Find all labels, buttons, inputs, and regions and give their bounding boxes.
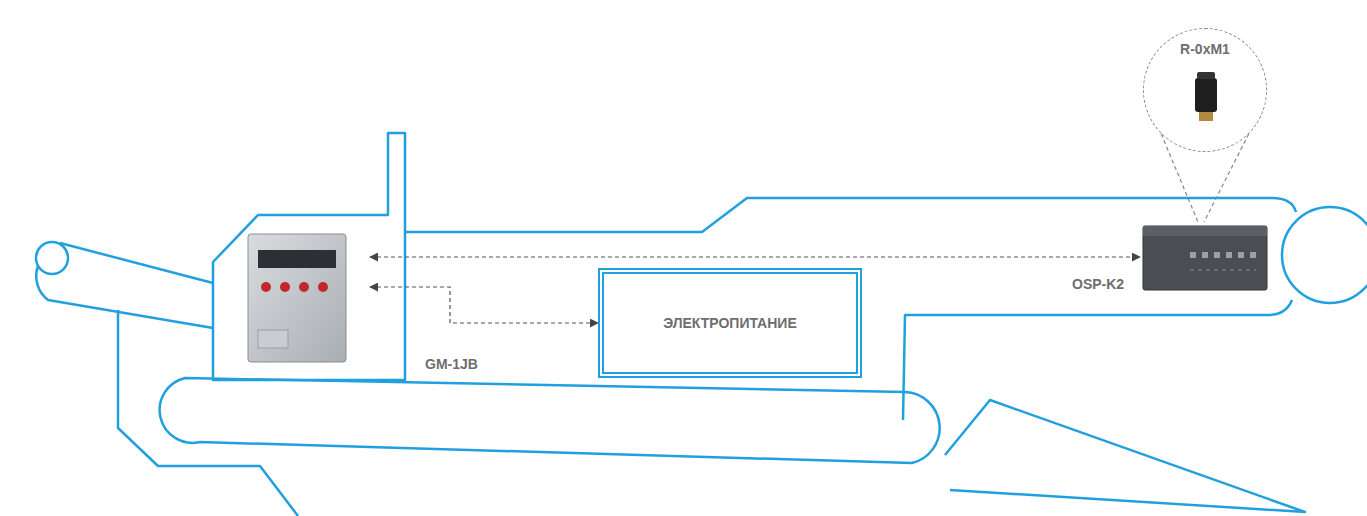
signal-connector <box>370 287 598 323</box>
sensor-body <box>1195 78 1217 112</box>
rear-drum <box>1282 207 1367 303</box>
sensor-cap <box>1197 72 1215 79</box>
callout-leader <box>1161 134 1249 222</box>
body-bottom <box>903 300 1292 420</box>
r-0xm1-sensor <box>1195 72 1217 121</box>
front-blade <box>945 400 1305 512</box>
support-leg <box>118 310 298 516</box>
panel-button <box>261 282 271 292</box>
module-body <box>1143 226 1267 290</box>
cab-frame <box>213 133 405 380</box>
callout-circle: R-0xM1 <box>1143 28 1267 152</box>
gm-1jb-device <box>248 234 346 362</box>
part-label: GM-1JB <box>425 356 478 373</box>
panel-body <box>248 234 346 362</box>
panel-button <box>299 282 309 292</box>
panel-plate <box>258 330 288 348</box>
signal-connector <box>370 256 1140 257</box>
conveyor-arm <box>36 243 213 328</box>
crawler-track <box>160 378 940 463</box>
controller-unit: GM-1JB <box>240 230 370 364</box>
part-label: OSP-K2 <box>1072 276 1124 293</box>
panel-button <box>280 282 290 292</box>
power-box: ЭЛЕКТРОПИТАНИЕ <box>598 268 862 378</box>
part-label: R-0xM1 <box>1180 41 1230 58</box>
panel-display <box>258 250 336 268</box>
panel-button <box>318 282 328 292</box>
osp-k2-device <box>1143 226 1267 290</box>
module-leds <box>1190 270 1256 271</box>
machine-outline <box>36 133 1367 516</box>
sensor-thread <box>1199 112 1213 121</box>
box-label: ЭЛЕКТРОПИТАНИЕ <box>663 315 797 332</box>
module-top <box>1143 226 1267 236</box>
conveyor-pulley <box>36 242 68 274</box>
sensor-module: OSP-K2 <box>1140 222 1272 292</box>
